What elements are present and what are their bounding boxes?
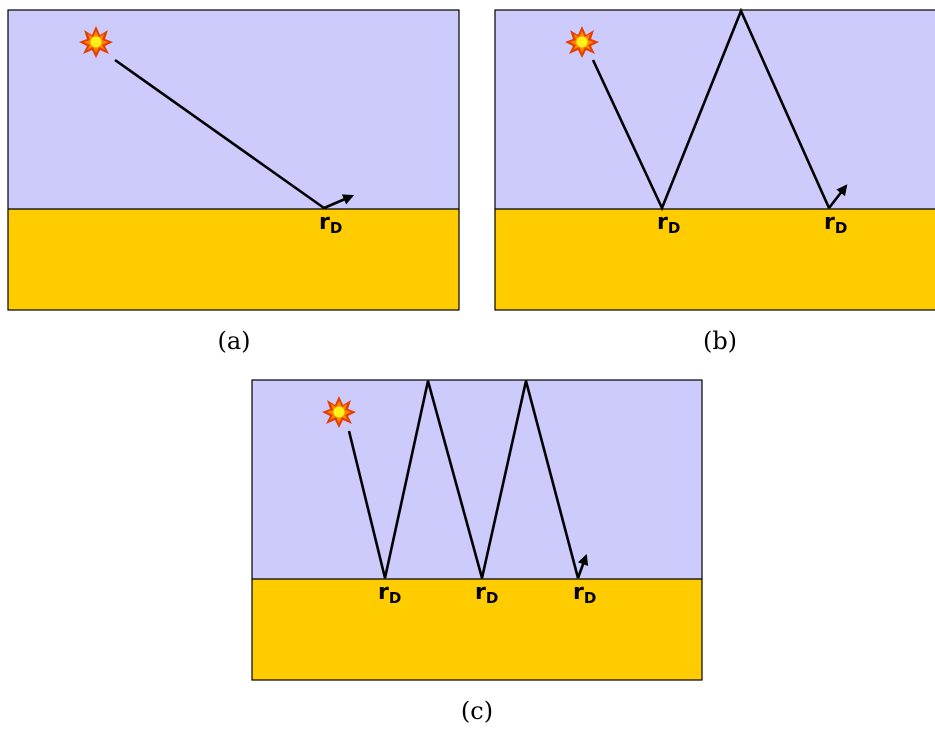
caption-a: (a): [217, 327, 250, 355]
explosion-icon: [565, 26, 599, 58]
panel-a: rD: [7, 9, 460, 311]
explosion-icon: [322, 396, 356, 428]
caption-c: (c): [461, 697, 493, 725]
ray-arrow: [576, 553, 589, 579]
panel-border: [251, 379, 703, 681]
panel-border: [494, 9, 935, 311]
ray-path: [347, 380, 580, 579]
detector-label: rD: [573, 580, 596, 607]
ray-arrow: [323, 194, 355, 210]
detector-label: rD: [319, 210, 342, 237]
medium-region: [252, 380, 702, 579]
panel-border: [7, 9, 460, 311]
medium-region: [8, 10, 459, 209]
ray-arrow: [827, 184, 848, 209]
detector-label: rD: [824, 210, 847, 237]
medium-region: [495, 10, 935, 209]
detector-label: rD: [657, 210, 680, 237]
ray-path: [114, 58, 325, 210]
ground-region: [252, 579, 702, 680]
detector-label: rD: [475, 580, 498, 607]
panel-b: rD rD: [494, 7, 935, 311]
caption-b: (b): [703, 327, 737, 355]
ground-region: [495, 209, 935, 310]
explosion-icon: [79, 26, 113, 58]
ray-path: [591, 7, 831, 212]
ground-region: [8, 209, 459, 310]
detector-label: rD: [378, 580, 401, 607]
panel-c: rD rD rD: [251, 379, 703, 681]
